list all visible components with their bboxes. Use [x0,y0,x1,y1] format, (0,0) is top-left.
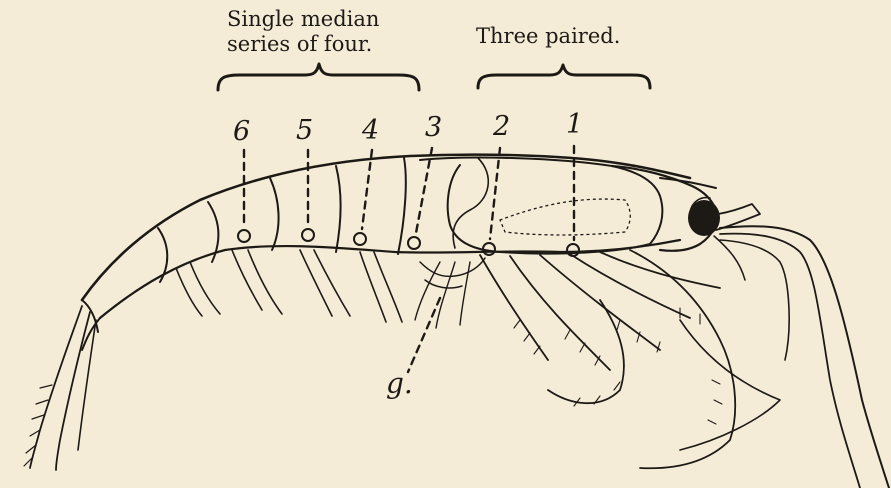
leader-g [408,298,440,372]
carapace-texture [500,199,630,235]
label-organ-6: 6 [233,118,250,146]
legs-lower [680,320,780,450]
photophore-4 [354,233,366,245]
brace-left [218,64,419,90]
thoracic-leg-6 [630,250,735,468]
label-organ-3: 3 [425,114,442,142]
photophore-3 [408,237,420,249]
label-organ-1: 1 [566,111,583,139]
setae [514,308,722,424]
tail-stem [82,300,100,350]
uropod-fringe [24,385,52,466]
gill-region [420,258,485,288]
thoracic-leg-3 [540,255,660,350]
pleopod-3 [360,252,402,322]
label-organ-g: g. [386,370,413,398]
photophore-5 [302,229,314,241]
brace-right [478,65,650,88]
abdomen-seg-3 [270,178,279,250]
thoracic-fringe [415,262,470,328]
abdomen-seg-2 [336,166,341,252]
abdomen-seg-1 [398,158,406,254]
body-dorsal-outline [82,155,690,300]
uropod-2 [56,312,90,470]
rostrum [660,178,716,188]
uropod-1 [30,306,82,468]
thoracic-leg-7 [548,300,624,403]
photophore-6 [238,230,250,242]
photophore-2 [483,243,495,255]
pleopod-1 [232,250,282,314]
carapace [420,158,662,254]
antenna-1 [720,226,889,488]
leader-3 [416,148,432,233]
leader-4 [362,150,372,229]
antenna-2 [720,234,860,488]
carapace-groove [453,158,488,248]
pleopod-2 [300,250,350,316]
label-organ-2: 2 [493,113,510,141]
thoracic-leg-1 [480,255,548,360]
leader-2 [490,148,500,239]
label-organ-5: 5 [296,117,313,145]
photophore-1 [567,244,579,256]
antenna-3 [720,240,789,360]
label-organ-4: 4 [362,117,379,145]
pleopod-4 [176,262,220,316]
